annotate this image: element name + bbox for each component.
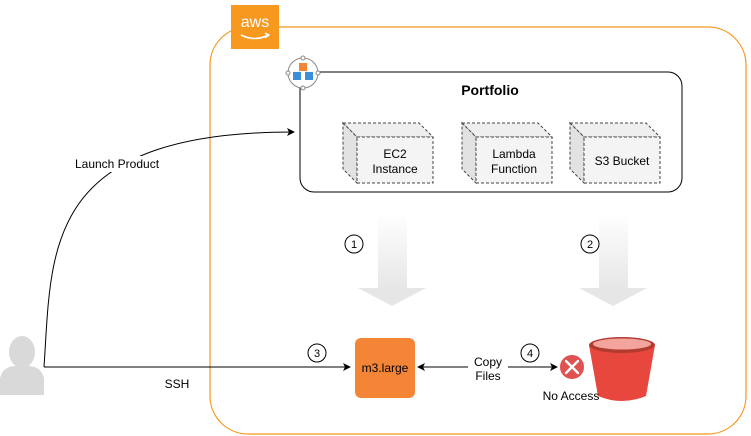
s3-bucket-icon	[589, 337, 655, 401]
product-ec2-label-line2: Instance	[372, 162, 418, 176]
flow-arrow-s3	[579, 213, 647, 306]
ssh-label: SSH	[165, 377, 190, 391]
product-s3-bucket: S3 Bucket	[568, 121, 662, 185]
no-access-label: No Access	[543, 389, 600, 403]
product-lambda-label-line2: Function	[491, 162, 537, 176]
ec2-instance-label: m3.large	[362, 361, 409, 375]
launch-product-label: Launch Product	[75, 157, 160, 171]
portfolio-title: Portfolio	[461, 82, 519, 98]
step-2-badge: 2	[580, 234, 600, 254]
step-1-badge: 1	[344, 234, 364, 254]
no-access-icon	[558, 353, 586, 381]
step-4-label: 4	[527, 348, 533, 360]
product-s3-label: S3 Bucket	[595, 154, 650, 168]
aws-logo-text: aws	[241, 14, 269, 31]
product-ec2-instance: EC2 Instance	[341, 121, 435, 185]
flow-arrow-ec2	[358, 213, 426, 306]
step-3-label: 3	[314, 348, 320, 360]
product-ec2-label-line1: EC2	[383, 147, 407, 161]
copy-files-label-line2: Files	[475, 369, 500, 383]
launch-product-edge	[43, 128, 295, 368]
aws-cloud-boundary	[209, 26, 747, 435]
step-4-badge: 4	[520, 343, 540, 363]
aws-logo: aws	[231, 5, 279, 49]
ec2-instance-node: m3.large	[355, 338, 415, 398]
product-lambda-label-line1: Lambda	[492, 147, 536, 161]
user-icon	[0, 336, 44, 395]
step-1-label: 1	[351, 239, 357, 251]
step-2-label: 2	[587, 239, 593, 251]
product-lambda-function: Lambda Function	[460, 121, 554, 185]
service-catalog-icon	[285, 55, 321, 91]
step-3-badge: 3	[307, 343, 327, 363]
copy-files-label-line1: Copy	[474, 355, 502, 369]
